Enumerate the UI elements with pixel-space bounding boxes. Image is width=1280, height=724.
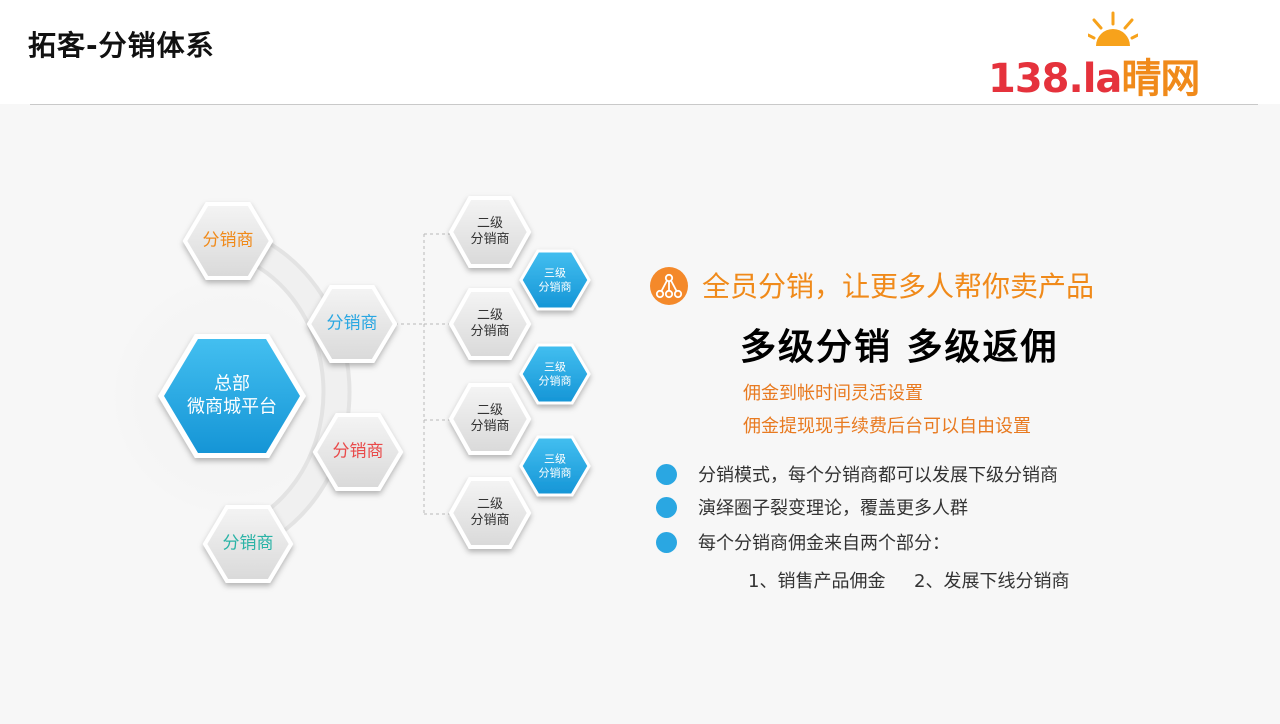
distributor-label: 分销商 (332, 441, 384, 462)
distributor-label: 分销商 (326, 313, 378, 334)
note-text: 佣金提现现手续费后台可以自由设置 (743, 416, 1031, 437)
third-level-label: 三级 分销商 (539, 266, 572, 294)
second-level-line2: 分销商 (470, 513, 510, 528)
distributor-label: 分销商 (222, 533, 274, 554)
second-level-hexagon[interactable] (448, 383, 532, 455)
distributor-label: 分销商 (202, 230, 254, 251)
hub-label: 总部 微商城平台 (187, 374, 277, 419)
third-level-line2: 分销商 (538, 374, 572, 387)
distributor-hexagon[interactable] (306, 285, 398, 363)
third-level-label: 三级 分销商 (539, 452, 572, 480)
logo-name: 晴网 (1121, 56, 1200, 102)
network-icon (650, 267, 688, 305)
distributor-arc (217, 229, 348, 555)
bullet-text: 分销模式，每个分销商都可以发展下级分销商 (698, 465, 1058, 486)
third-level-line1: 三级 (544, 266, 566, 280)
third-level-line1: 三级 (544, 360, 566, 374)
note-text: 佣金到帐时间灵活设置 (743, 383, 923, 404)
header-divider (30, 104, 1258, 105)
third-level-line2: 分销商 (538, 466, 572, 479)
second-level-line1: 二级 (476, 307, 504, 323)
hub-label-line1: 总部 (214, 373, 250, 395)
second-level-line1: 二级 (476, 402, 504, 418)
commission-parts: 1、销售产品佣金 2、发展下线分销商 (748, 571, 1070, 592)
second-level-line2: 分销商 (470, 419, 510, 434)
distributor-hexagon[interactable] (182, 202, 274, 280)
header-bar (0, 0, 1280, 104)
bullet-dot-icon (656, 464, 677, 485)
second-level-label: 二级 分销商 (470, 403, 509, 436)
second-level-line2: 分销商 (470, 232, 510, 247)
bullet-dot-icon (656, 497, 677, 518)
bullet-dot-icon (656, 532, 677, 553)
third-level-line2: 分销商 (538, 280, 572, 293)
tier-connector (395, 233, 452, 515)
logo-text: 138.la晴网 (988, 46, 1200, 104)
third-level-line1: 三级 (544, 452, 566, 466)
second-level-line1: 二级 (476, 215, 504, 231)
second-level-hexagon[interactable] (448, 288, 532, 360)
headline: 多级分销 多级返佣 (740, 327, 1059, 368)
second-level-hexagon[interactable] (448, 477, 532, 549)
third-level-label: 三级 分销商 (539, 360, 572, 388)
bullet-text: 每个分销商佣金来自两个部分： (698, 533, 950, 554)
second-level-line2: 分销商 (470, 324, 510, 339)
second-level-label: 二级 分销商 (470, 497, 509, 530)
distributor-hexagon[interactable] (312, 413, 404, 491)
second-level-line1: 二级 (476, 496, 504, 512)
hub-hexagon[interactable] (158, 334, 306, 458)
bullet-text: 演绎圈子裂变理论，覆盖更多人群 (698, 498, 968, 519)
third-level-hexagon[interactable] (519, 343, 591, 405)
page-title: 拓客-分销体系 (28, 29, 215, 62)
second-level-label: 二级 分销商 (470, 308, 509, 341)
logo-number: 138.la (988, 56, 1122, 102)
third-level-hexagon[interactable] (519, 249, 591, 311)
second-level-label: 二级 分销商 (470, 216, 509, 249)
second-level-hexagon[interactable] (448, 196, 532, 268)
third-level-hexagon[interactable] (519, 435, 591, 497)
hub-label-line2: 微商城平台 (187, 396, 277, 417)
subtitle: 全员分销，让更多人帮你卖产品 (702, 270, 1095, 303)
distributor-hexagon[interactable] (202, 505, 294, 583)
brand-logo[interactable]: 138.la晴网 (988, 10, 1228, 102)
sun-icon (1088, 11, 1138, 46)
